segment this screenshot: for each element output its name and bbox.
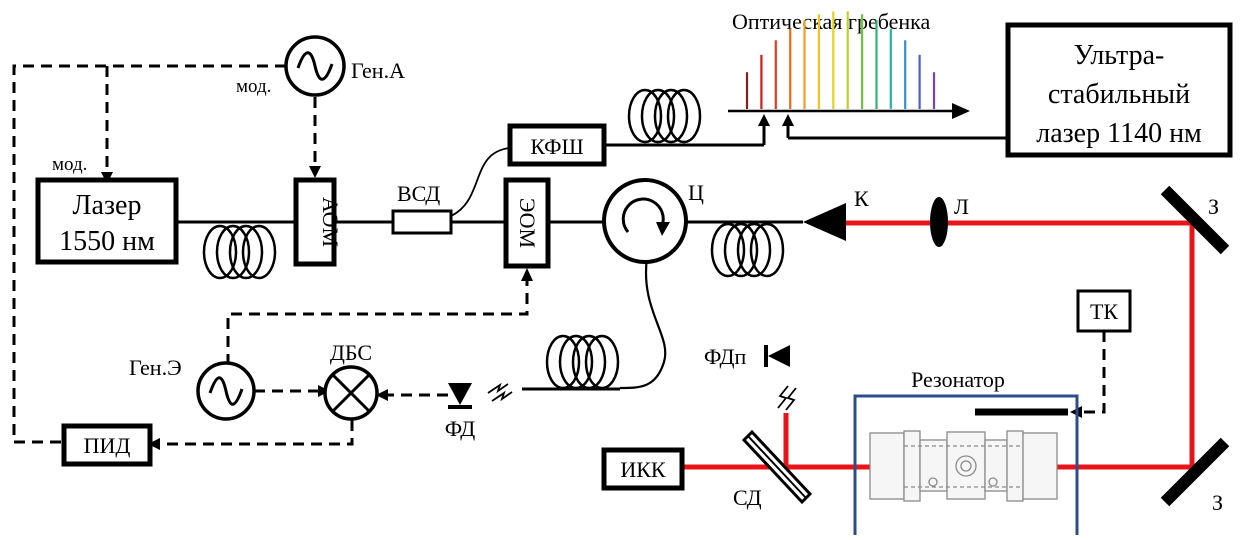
mixer-label: ДБС xyxy=(330,340,372,365)
resonator-label: Резонатор xyxy=(911,367,1005,392)
laser-beam-path xyxy=(682,220,1195,470)
collimator-icon xyxy=(803,203,846,241)
fiber-coil-circulator xyxy=(710,222,785,278)
aom-box xyxy=(293,177,337,267)
photodiode-t-label: ФДп xyxy=(704,344,746,369)
mirror-top-label: З xyxy=(1208,194,1219,219)
beat-arrow-comb xyxy=(758,114,770,126)
sine-wave-icon xyxy=(296,51,334,81)
laser-label-line1: Лазер xyxy=(73,190,142,221)
laser-1550-box xyxy=(35,177,179,265)
circulator-symbol xyxy=(602,178,688,264)
kfsh-box xyxy=(507,123,607,167)
ultrastable-label-line3: лазер 1140 нм xyxy=(1036,118,1202,149)
ir-camera-label: ИКК xyxy=(620,457,666,482)
optical-comb-lines xyxy=(745,11,936,109)
ultrastable-label-line2: стабильный xyxy=(1048,79,1190,110)
pid-controller-label: ПИД xyxy=(84,433,131,458)
photodiode-t-plate xyxy=(764,345,768,367)
aom-label: АОМ xyxy=(318,197,343,247)
resonator-frame xyxy=(853,394,1079,540)
eom-label: ЭОМ xyxy=(515,198,540,248)
fiber-coupler-label: ВСД xyxy=(397,181,440,206)
kfsh-label: КФШ xyxy=(530,134,583,159)
pid-controller-box xyxy=(61,423,153,467)
fiber-coupler-box xyxy=(391,209,453,235)
temperature-controller-label: ТК xyxy=(1090,299,1118,324)
photodiode-icon xyxy=(448,383,472,405)
generator-a-label: Ген.А xyxy=(351,58,405,83)
mirror-bottom-icon xyxy=(1160,437,1230,507)
light-ray-icon-top xyxy=(777,385,797,411)
laser-mod-label: мод. xyxy=(52,154,87,175)
mirror-top-icon xyxy=(1160,185,1230,255)
circulator-arrowhead-icon xyxy=(656,222,670,236)
collimator-label: К xyxy=(854,186,869,211)
lens-label: Л xyxy=(954,194,969,219)
beam-splitter-label: СД xyxy=(733,485,762,510)
ultrastable-laser-box xyxy=(1005,22,1233,158)
resonator-cavity-drawing xyxy=(869,430,1058,502)
eom-box xyxy=(503,177,551,269)
circulator-output-fiber xyxy=(619,257,667,390)
comb-axis-arrowhead xyxy=(952,103,970,119)
sine-wave-icon xyxy=(208,376,244,406)
photodiode-plate xyxy=(448,405,472,409)
ultrastable-label-line1: Ультра- xyxy=(1074,40,1165,71)
temperature-controller-box xyxy=(1076,289,1132,333)
circulator-label: Ц xyxy=(688,180,704,205)
fiber-coil-detector xyxy=(545,334,620,390)
light-ray-icon xyxy=(487,382,513,402)
mixer-cross-icon xyxy=(331,373,371,413)
fiber-coil-kfsh xyxy=(627,88,702,144)
ir-camera-box xyxy=(601,447,685,491)
photodiode-t-icon xyxy=(768,345,790,367)
photodiode-label: ФД xyxy=(445,416,475,441)
mirror-bottom-label: З xyxy=(1212,490,1223,515)
control-signal-lines xyxy=(12,64,1106,446)
lens-icon xyxy=(930,197,948,247)
beam-splitter-icon xyxy=(741,429,813,505)
comb-label: Оптическая гребенка xyxy=(732,9,931,34)
generator-e-label: Ген.Э xyxy=(129,355,182,380)
laser-label-line2: 1550 нм xyxy=(59,226,155,257)
coupler-branch-fiber xyxy=(450,147,511,217)
beat-arrow-ultrastable xyxy=(782,114,794,126)
circulator-arrow-icon xyxy=(621,197,665,233)
generator-a-mod-label: мод. xyxy=(236,76,271,97)
fiber-coil-laser xyxy=(202,224,277,280)
